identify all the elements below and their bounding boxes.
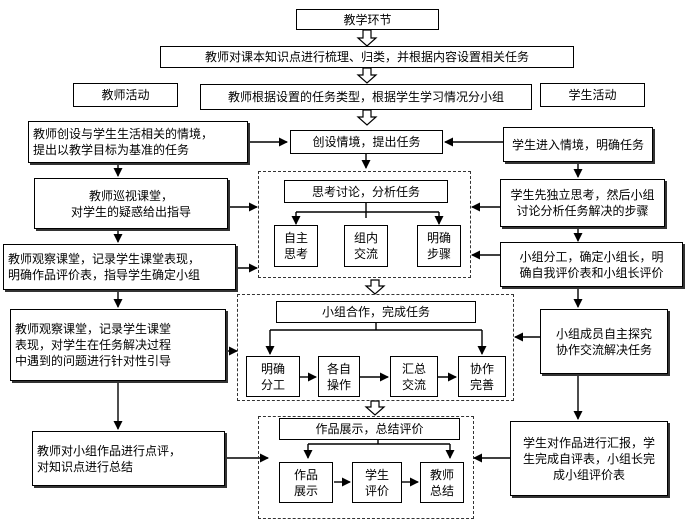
- stage3-student: 小组成员自主探究 协作交流解决任务: [540, 309, 668, 374]
- stage2-teacher-a: 教师巡视课堂， 对学生的疑惑给出指导: [34, 178, 228, 229]
- stage2-student-b: 小组分工，确定小组长，明 确自我评价表和小组长评价: [500, 242, 683, 287]
- stage2-item-group-talk: 组内 交流: [344, 225, 388, 267]
- hollow-arrow-1: [356, 29, 378, 47]
- hollow-arrow-5: [364, 400, 386, 416]
- stage2-group: [258, 171, 471, 278]
- teaching-step-title: 教学环节: [296, 9, 439, 30]
- hollow-arrow-2: [356, 67, 378, 84]
- stage2-teacher-b: 教师观察课堂，记录学生课堂表现， 明确作品评价表，指导学生确定小组: [3, 244, 236, 290]
- stage3-item-improve: 协作 完善: [458, 356, 506, 397]
- stage3-item-summarize: 汇总 交流: [390, 356, 438, 397]
- stage3-group: [237, 294, 514, 401]
- stage4-item-student-eval: 学生 评价: [352, 462, 402, 503]
- hollow-arrow-3: [356, 109, 378, 126]
- stage4-item-teacher-summary: 教师 总结: [420, 462, 464, 503]
- stage2-item-clarify-steps: 明确 步骤: [417, 225, 461, 267]
- hollow-arrow-4: [364, 279, 386, 295]
- student-activity-label: 学生活动: [540, 83, 645, 107]
- stage4-item-display: 作品 展示: [279, 462, 333, 503]
- stage3-item-divide: 明确 分工: [246, 356, 300, 397]
- stage1-teacher: 教师创设与学生生活相关的情境， 提出以教学目标为基准的任务: [28, 121, 248, 163]
- stage4-title: 作品展示，总结评价: [279, 418, 460, 440]
- stage2-title: 思考讨论，分析任务: [284, 180, 448, 203]
- stage4-student: 学生对作品进行汇报，学 生完成自评表，小组长完 成小组评价表: [510, 421, 668, 496]
- step-teacher-organize: 教师对课本知识点进行梳理、归类，并根据内容设置相关任务: [160, 46, 574, 68]
- stage2-student-a: 学生先独立思考，然后小组 讨论分析任务解决的步骤: [500, 179, 665, 227]
- step-teacher-group: 教师根据设置的任务类型，根据学生学习情况分小组: [200, 84, 532, 110]
- stage2-item-self-think: 自主 思考: [274, 225, 318, 267]
- stage1-student: 学生进入情境，明确任务: [503, 127, 653, 162]
- stage3-title: 小组合作，完成任务: [276, 301, 476, 323]
- stage4-teacher: 教师对小组作品进行点评， 对知识点进行总结: [32, 431, 225, 486]
- stage1-center: 创设情境，提出任务: [290, 130, 443, 154]
- stage3-item-operate: 各自 操作: [318, 356, 360, 397]
- stage3-teacher: 教师观察课堂，记录学生课堂 表现，对学生在任务解决过程 中遇到的问题进行针对性引…: [10, 309, 226, 381]
- teacher-activity-label: 教师活动: [73, 83, 178, 107]
